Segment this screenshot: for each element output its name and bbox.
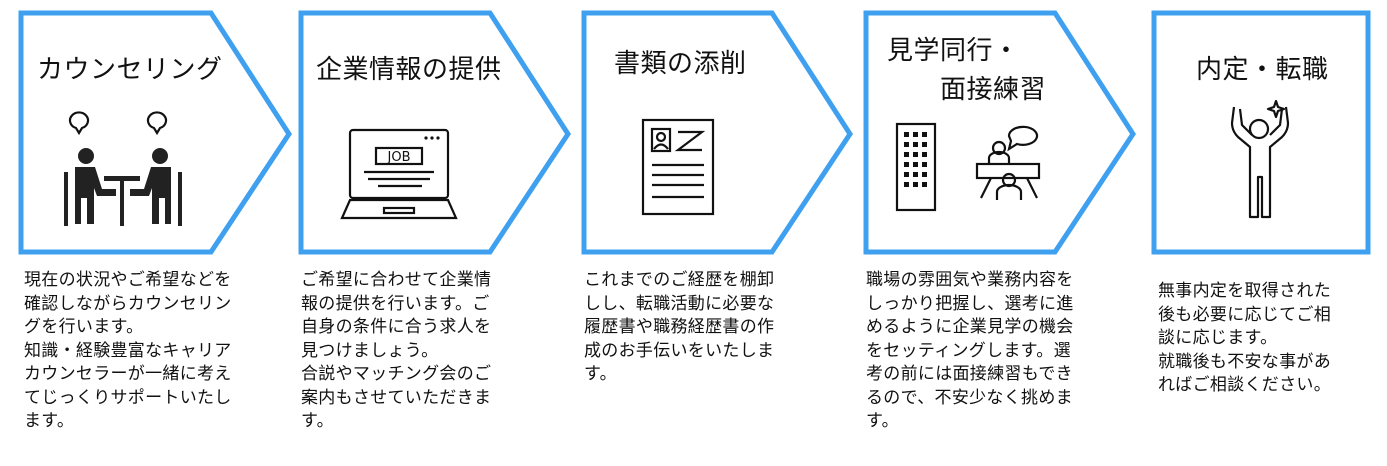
step-1-description: 現在の状況やご希望などを 確認しながらカウンセリン グを行います。 知識・経験豊… [24,270,232,431]
step-3-box [581,10,853,255]
step-3-title: 書類の添削 [614,49,747,79]
step-4-description: 職場の雰囲気や業務内容を しっかり把握し、選考に進 めるように企業見学の機会 を… [866,270,1074,431]
step-5-title: 内定・転職 [1196,55,1329,85]
counseling-icon [64,111,182,226]
laptop-job-icon: JOB [340,128,458,220]
step-4-box [863,10,1136,255]
celebrating-person-icon [1230,99,1290,219]
step-4-title-line2: 面接練習 [940,75,1047,105]
step-2-description: ご希望に合わせて企業情 報の提供を行います。ご 自身の条件に合う求人を 見つけま… [301,270,492,431]
step-1-title: カウンセリング [37,55,223,85]
building-interview-icon [895,122,1041,212]
svg-text:JOB: JOB [387,150,411,165]
step-3-description: これまでのご経歴を棚卸 しし、転職活動に必要な 履歴書や職務経歴書の作 成のお手… [584,270,775,384]
resume-document-icon [641,118,715,216]
step-5-description: 無事内定を取得された 後も必要に応じてご相 談に応じます。 就職後も不安な事があ… [1158,281,1331,395]
step-4-title-line1: 見学同行・ [887,36,1020,66]
step-2-title: 企業情報の提供 [316,55,502,85]
step-2-box [298,10,571,255]
